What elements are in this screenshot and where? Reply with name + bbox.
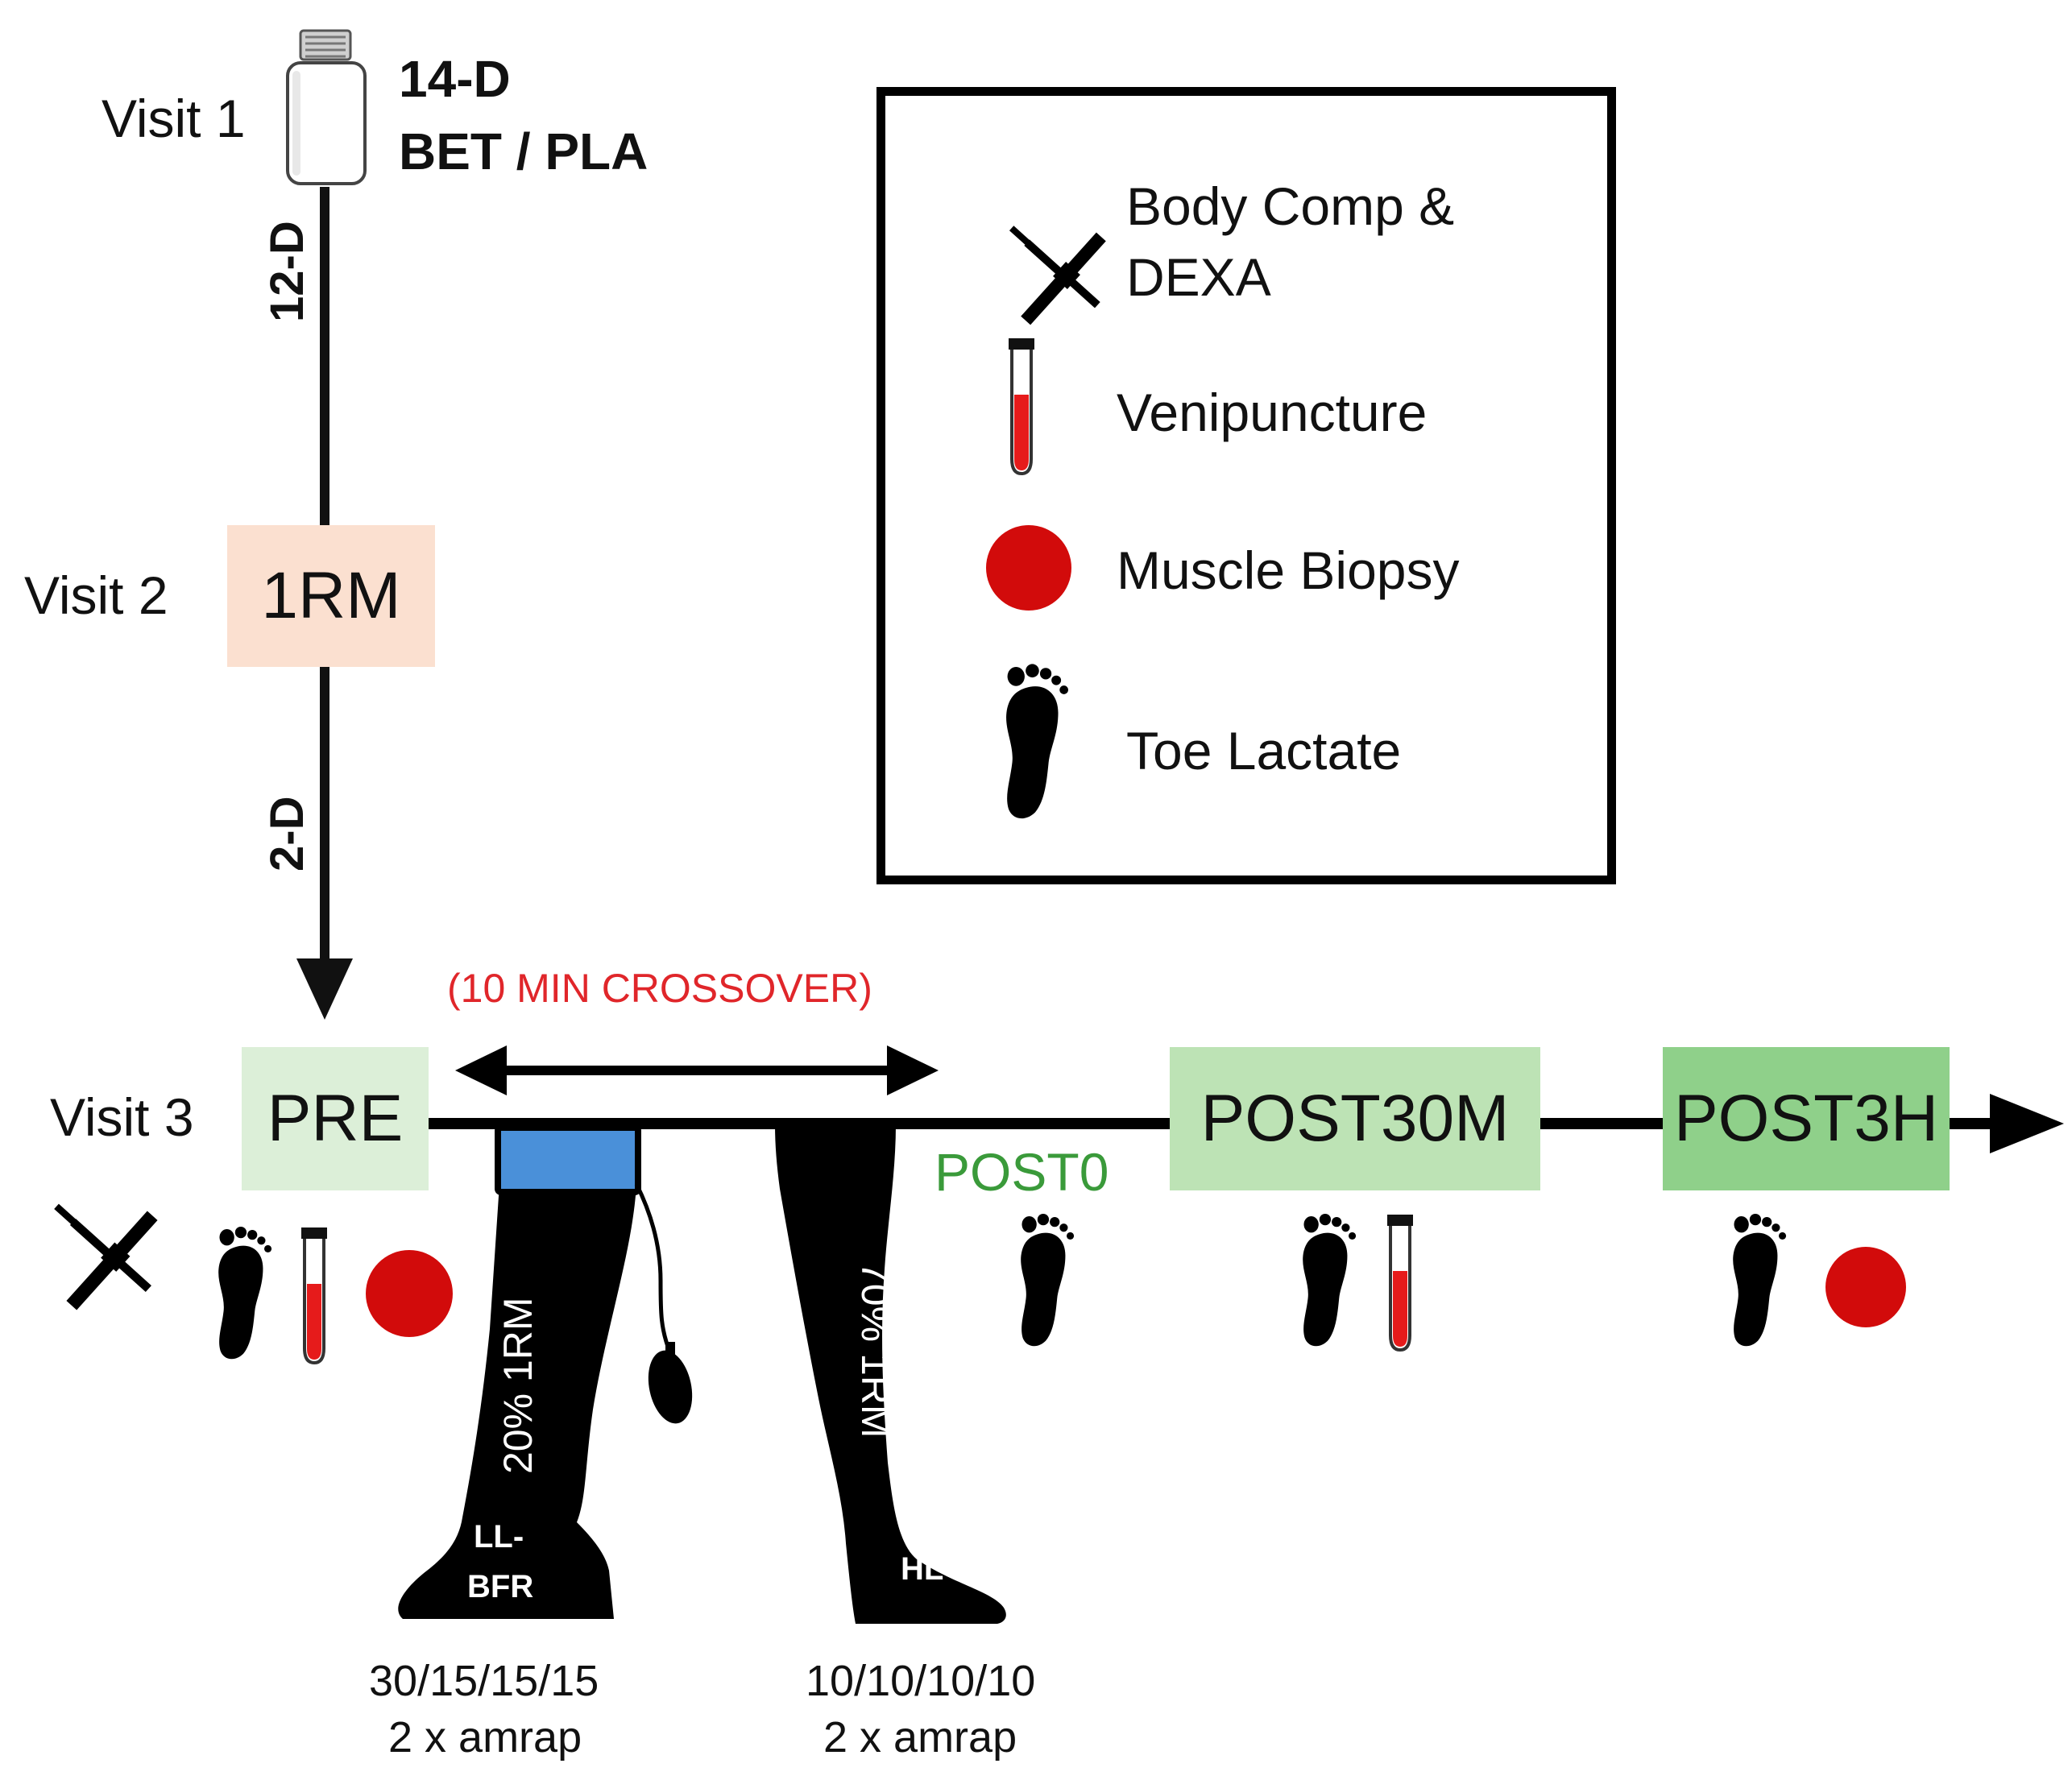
bottle-icon [286,29,367,185]
post3h-box: POST3H [1663,1047,1950,1190]
post30m-foot-icon [1303,1213,1357,1347]
one-rm-box: 1RM [227,525,435,667]
blood-tube-icon [1007,337,1036,475]
visit-3-label: Visit 3 [50,1087,194,1147]
llbfr-reps: 30/15/15/15 [369,1657,599,1705]
pre-foot-icon [218,1226,272,1360]
supplement-groups: BET / PLA [399,122,649,180]
pre-label: PRE [267,1082,404,1155]
interval-2d-label: 2-D [261,796,313,871]
supplement-duration: 14-D [399,50,511,108]
leg-llbfr-icon [398,1124,641,1619]
pre-caliper-icon [54,1203,158,1310]
leg-llbfr-label-line2: BFR [467,1569,534,1604]
leg-hl-label: HL [901,1551,944,1587]
pre-blood-tube-icon [300,1226,329,1364]
post3h-label: POST3H [1673,1082,1939,1155]
visit-1-label: Visit 1 [102,89,246,148]
legend-box [876,87,1616,884]
one-rm-label: 1RM [261,559,401,632]
legend-muscle-biopsy: Muscle Biopsy [1117,540,1460,600]
leg-hl-icon [775,1124,1006,1624]
interval-12d-label: 12-D [261,221,313,322]
post0-foot-icon [1021,1213,1075,1347]
foot-icon [1006,664,1068,819]
hl-sets: 2 x amrap [823,1713,1017,1762]
timeline-vertical-lower [320,667,329,965]
leg-llbfr-label-line1: LL- [474,1519,524,1555]
llbfr-sets: 2 x amrap [388,1713,582,1762]
visit-2-label: Visit 2 [24,565,168,625]
pre-biopsy-dot-icon [366,1250,453,1337]
legend-body-comp-line2: DEXA [1126,247,1271,307]
post30m-box: POST30M [1170,1047,1540,1190]
leg-hl-intensity: 70% 1RM [853,1261,898,1439]
crossover-label: (10 MIN CROSSOVER) [447,966,872,1011]
post3h-foot-icon [1733,1213,1787,1347]
crossover-double-arrow-icon [455,1045,939,1095]
post3h-biopsy-dot-icon [1825,1247,1906,1327]
leg-llbfr-intensity: 20% 1RM [495,1297,541,1474]
post30m-label: POST30M [1200,1082,1510,1155]
pre-box: PRE [242,1047,429,1190]
down-arrow-icon [296,958,353,1020]
hl-reps: 10/10/10/10 [806,1657,1036,1705]
biopsy-dot-icon [986,525,1071,611]
timeline-vertical-upper [320,187,329,525]
right-arrow-icon [1990,1094,2064,1153]
caliper-icon [1009,226,1106,325]
post0-label: POST0 [934,1142,1109,1202]
legend-body-comp-line1: Body Comp & [1126,176,1455,236]
pressure-bulb-icon [634,1182,693,1424]
post30m-blood-tube-icon [1386,1213,1415,1352]
legend-toe-lactate: Toe Lactate [1126,721,1402,780]
legend-venipuncture: Venipuncture [1117,383,1428,442]
